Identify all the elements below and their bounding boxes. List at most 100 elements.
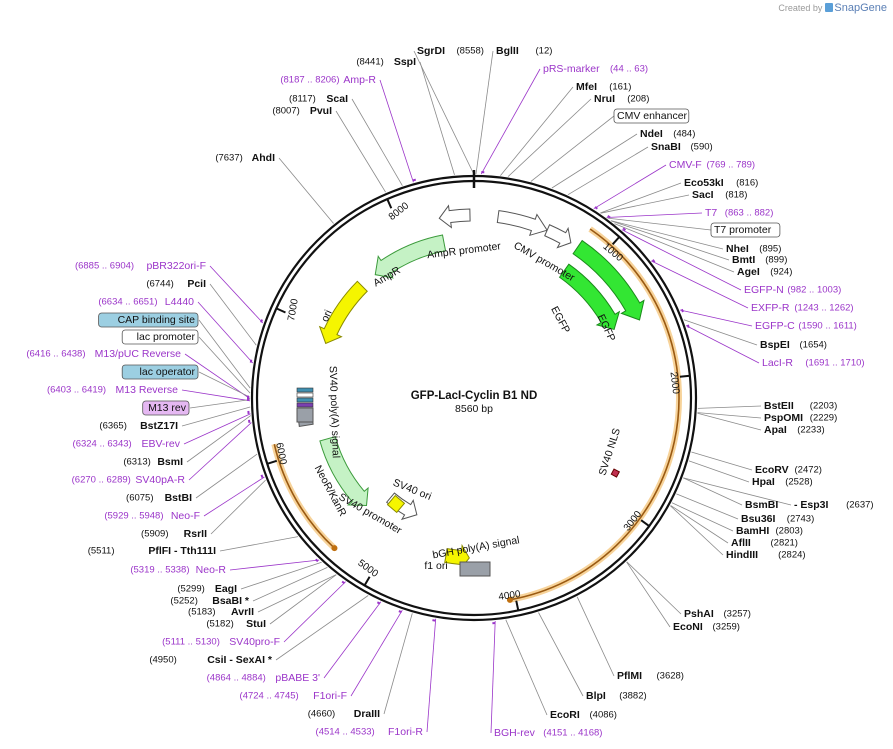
tick-label-6000: 6000 [273,442,288,466]
label-name-cmv-enhancer: CMV enhancer [617,110,688,122]
label-lac-promoter[interactable]: lac promoter [121,329,199,345]
label-nrui[interactable]: NruI(208) [594,93,649,105]
label-cmv-enhancer[interactable]: CMV enhancer [613,108,690,124]
label-csii-sexai[interactable]: CsiI - SexAI *(4950) [149,654,273,666]
label-bsabi[interactable]: BsaBI *(5252) [170,595,249,607]
label-sgrdi[interactable]: SgrDI(8558) [417,45,484,57]
label-draiii[interactable]: DraIII(4660) [308,708,380,720]
label-hpai[interactable]: HpaI(2528) [752,476,813,488]
label-bglii[interactable]: BglII(12) [496,45,552,57]
label-pos-eco53ki: (816) [736,178,758,189]
orf-glow-laci-cyclin-orf [509,226,683,603]
label-egfp-c[interactable]: EGFP-C(1590 .. 1611) [755,320,857,332]
label-sv40pa-r[interactable]: SV40pA-R(6270 .. 6289) [72,474,186,486]
label-sv40pro-f[interactable]: SV40pro-F(5111 .. 5130) [162,636,280,648]
orf-end-marker [506,596,513,603]
tick-mark-6000 [266,459,278,465]
leader-f1ori-r [426,618,437,733]
label-snabi[interactable]: SnaBI(590) [651,141,713,153]
label-neo-r[interactable]: Neo-R(5319 .. 5338) [130,564,226,576]
tick-mark-2000 [679,374,690,378]
label-pos-blpi: (3882) [619,691,646,702]
label-bgh-rev[interactable]: BGH-rev(4151 .. 4168) [494,727,602,739]
label-avrii[interactable]: AvrII(5183) [188,606,254,618]
leader-bsabi [252,567,328,602]
label-name-rsrii: RsrII [184,528,207,540]
leader-laci-r [685,325,760,364]
label-ahdi[interactable]: AhdI(7637) [215,152,275,164]
site-marks [247,171,690,625]
label-apai[interactable]: ApaI (2233) [764,424,825,436]
label-bsu36i[interactable]: Bsu36I(2743) [741,513,814,525]
label-exfp-r[interactable]: EXFP-R(1243 .. 1262) [751,302,854,314]
label-sspi[interactable]: SspI(8441) [356,56,416,68]
label-f1ori-r[interactable]: F1ori-R(4514 .. 4533) [316,726,424,738]
label-pflmi[interactable]: PflMI(3628) [617,670,684,682]
label-bspei[interactable]: BspEI(1654) [760,339,827,351]
label-scai[interactable]: ScaI(8117) [289,93,348,105]
leader-pflfi-tth111i [219,536,299,552]
leader-f1ori-f [350,609,403,697]
label-pbr322ori-f[interactable]: pBR322ori-F(6885 .. 6904) [75,260,206,272]
label-pos-bsmi: (6313) [123,457,150,468]
label-lac-operator[interactable]: lac operator [121,364,199,380]
label-ecorv[interactable]: EcoRV(2472) [755,464,822,476]
label-eagi[interactable]: EagI(5299) [177,583,237,595]
label-f1ori-f[interactable]: F1ori-F(4724 .. 4745) [240,690,347,702]
label-bsteii[interactable]: BstEII(2203) [764,400,837,412]
label-pcii[interactable]: PciI(6744) [146,278,206,290]
label-pvui[interactable]: PvuI(8007) [272,105,332,117]
label-egfp-n[interactable]: EGFP-N(982 .. 1003) [744,284,841,296]
label-econi[interactable]: EcoNI(3259) [673,621,740,633]
label-pflfi-tth111i[interactable]: PflFI - Tth111I (5511) [88,545,216,557]
label-name-bsteii: BstEII [764,400,794,412]
label-neo-f[interactable]: Neo-F(5929 .. 5948) [104,510,200,522]
label-prs-marker[interactable]: pRS-marker(44 .. 63) [543,63,648,75]
label-pos-apai: (2233) [797,425,824,436]
label-pshai[interactable]: PshAI(3257) [684,608,751,620]
label-bstz17i[interactable]: BstZ17I(6365) [99,420,178,432]
label-nhei[interactable]: NheI(895) [726,243,781,255]
label-box-lac-promoter [121,329,199,345]
label-name-pflfi-tth111i: PflFI - Tth111I [148,545,216,557]
label-t7-promoter[interactable]: T7 promoter [710,222,781,238]
label-bamhi[interactable]: BamHI(2803) [736,525,803,537]
label-ecori[interactable]: EcoRI(4086) [550,709,617,721]
label-bstbi[interactable]: BstBI(6075) [126,492,192,504]
label-m13-reverse[interactable]: M13 Reverse(6403 .. 6419) [47,384,178,396]
leader-amp-r [379,79,414,183]
label-cmv-f[interactable]: CMV-F(769 .. 789) [669,159,755,171]
label-t7[interactable]: T7(863 .. 882) [705,207,773,219]
label-bsmbi[interactable]: BsmBI [745,499,778,511]
label-mfei[interactable]: MfeI(161) [576,81,631,93]
label-m13-rev[interactable]: M13 rev [142,400,190,416]
label-name-pvui: PvuI [310,105,332,117]
label-blpi[interactable]: BlpI(3882) [586,690,647,702]
label-rsrii[interactable]: RsrII(5909) [141,528,207,540]
label-amp-r[interactable]: Amp-R(8187 .. 8206) [280,74,376,86]
label-saci[interactable]: SacI(818) [692,189,747,201]
label-ebv-rev[interactable]: EBV-rev(6324 .. 6343) [73,438,181,450]
label-bsmi[interactable]: BsmI(6313) [123,456,183,468]
label-esp3i[interactable]: - Esp3I(2637) [794,499,874,511]
label-eco53ki[interactable]: Eco53kI(816) [684,177,758,189]
label-aflii[interactable]: AflII(2821) [731,537,798,549]
label-laci-r[interactable]: LacI-R(1691 .. 1710) [762,357,865,369]
label-agei[interactable]: AgeI(924) [737,266,792,278]
label-cap-binding-site[interactable]: CAP binding site [98,312,199,328]
label-hindiii[interactable]: HindIII(2824) [726,549,806,561]
label-pos-pflfi-tth111i: (5511) [88,546,115,557]
label-l4440[interactable]: L4440(6634 .. 6651) [98,296,194,308]
lac-promoter-block [296,392,314,398]
leader-pcii [209,283,257,346]
label-ndei[interactable]: NdeI(484) [640,128,695,140]
label-pspomi[interactable]: PspOMI(2229) [764,412,837,424]
label-m13-puc-reverse[interactable]: M13/pUC Reverse(6416 .. 6438) [26,348,181,360]
feature-label-sv40-poly-a-signal: SV40 poly(A) signal [327,366,342,459]
label-name-apai: ApaI [764,424,787,436]
orf-arc-neor-orf [273,444,336,549]
label-pbabe-3[interactable]: pBABE 3'(4864 .. 4884) [207,672,320,684]
label-bmti[interactable]: BmtI(899) [732,254,787,266]
label-name-pbabe-3: pBABE 3' [275,672,320,684]
label-stui[interactable]: StuI(5182) [206,618,266,630]
